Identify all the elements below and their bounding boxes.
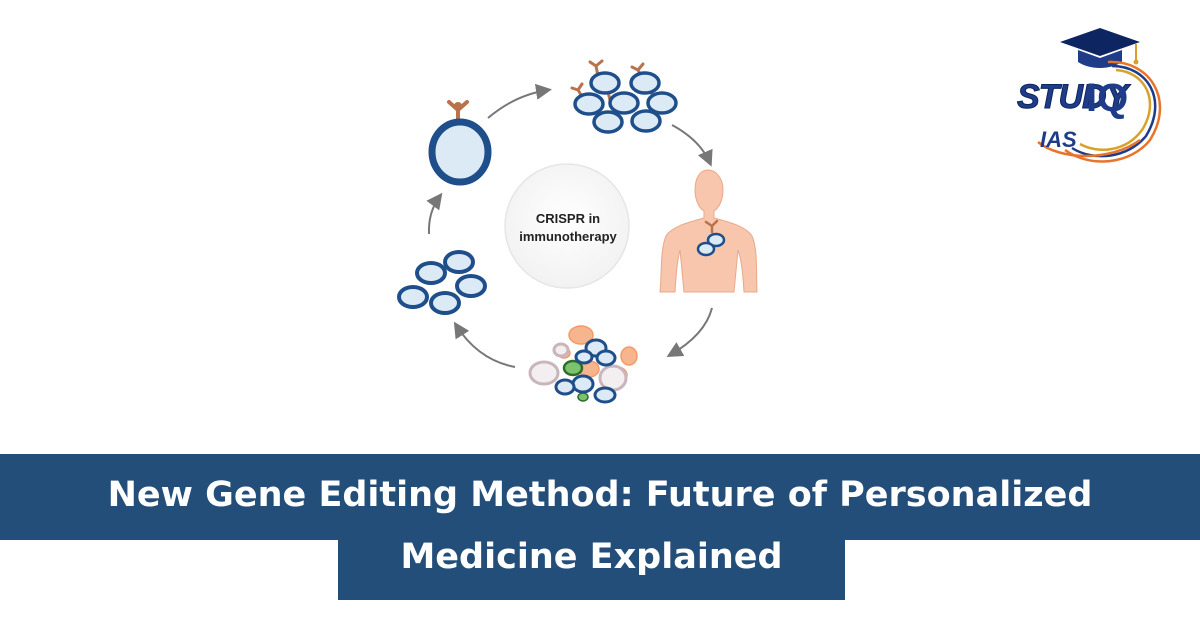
single-t-cell (428, 100, 492, 186)
headline-line2: Medicine Explained (400, 537, 783, 577)
swoosh-ring (1037, 60, 1162, 163)
headline-line1: New Gene Editing Method: Future of Perso… (107, 475, 1093, 515)
expanded-cell-group (397, 250, 487, 315)
logo-study-text: STUDY (1016, 78, 1128, 117)
graduation-cap-icon (1060, 28, 1140, 68)
headline-banner-lower (338, 532, 845, 600)
center-label: CRISPR in immunotherapy (503, 210, 633, 246)
studyiq-logo-graphic (1037, 28, 1162, 163)
cycle-arrow-upper-right (671, 124, 713, 167)
cycle-arrow-bottom (453, 321, 516, 368)
engineered-cell-cluster (570, 59, 678, 134)
tumor-microenvironment (528, 325, 638, 404)
center-label-line1: CRISPR in (535, 211, 601, 226)
center-label-line2: immunotherapy (519, 229, 617, 244)
patient-body (659, 169, 758, 293)
logo-iq-text: IQ (1086, 76, 1129, 120)
center-circle (504, 163, 630, 289)
cycle-arrow-top (487, 83, 552, 119)
cycle-arrow-left (426, 192, 443, 235)
logo-ias-text: IAS (1040, 127, 1077, 152)
headline-banner (0, 454, 1200, 540)
cycle-arrow-lower-right (666, 307, 713, 357)
